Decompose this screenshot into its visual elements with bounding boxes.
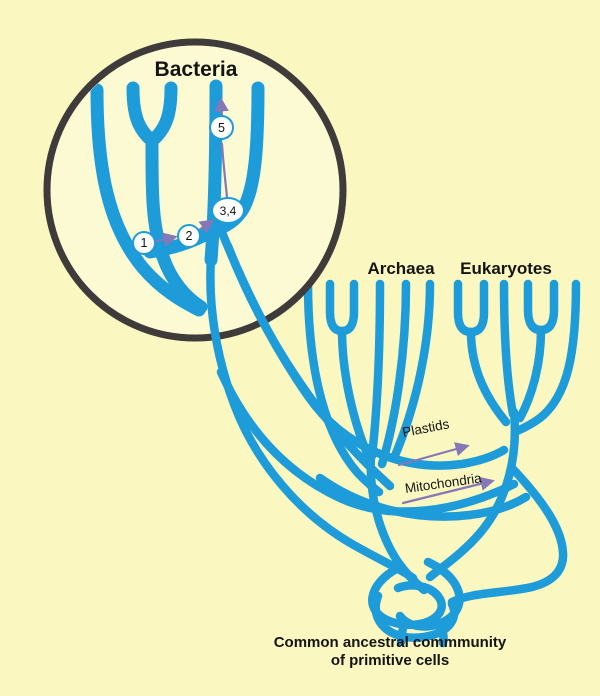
lens-border <box>43 38 347 342</box>
arrow-2-to-34 <box>197 219 215 234</box>
archaea-branch <box>389 279 435 463</box>
eukaryote-branch <box>523 279 559 335</box>
tangle-loop <box>371 591 459 643</box>
bacteria-label: Bacteria <box>154 58 238 81</box>
eukaryotes-label: Eukaryotes <box>460 259 552 278</box>
archaea-label: Archaea <box>367 259 435 278</box>
step-marker-5: 5 <box>209 115 234 140</box>
mitochondrion-donor-branch <box>216 367 519 516</box>
eukaryote-branch <box>515 325 546 423</box>
bacteria-stems <box>206 225 519 583</box>
step-marker-1: 1 <box>132 231 156 255</box>
transfer-curve <box>315 473 531 521</box>
eukaryote-branch <box>466 327 511 427</box>
lens-branch <box>90 83 206 317</box>
transfer-curve <box>447 463 568 607</box>
ancestral-tangle <box>368 557 464 648</box>
step-arrows <box>151 97 495 505</box>
caption-line2: of primitive cells <box>330 651 450 669</box>
arrow-34-to-5 <box>220 142 229 199</box>
eukaryote-branch <box>453 279 489 337</box>
step-marker-34: 3,4 <box>211 197 245 224</box>
bacteria-side-branch <box>223 241 395 491</box>
caption-line1: Common ancestral commmunity <box>273 634 507 651</box>
plastids-arrow <box>397 442 470 467</box>
eukaryotes-branches <box>425 279 581 582</box>
archaea-branch <box>367 279 385 461</box>
eukaryote-stem <box>425 407 520 582</box>
mitochondria-arrow <box>401 476 495 505</box>
arrow-1-to-2 <box>151 232 178 247</box>
bacteria-lens <box>43 38 347 342</box>
tangle-tail <box>435 621 448 648</box>
bacteria-main-stem <box>206 253 418 583</box>
archaea-branch <box>325 279 359 336</box>
archaea-branch <box>377 279 411 469</box>
tangle-tail <box>396 619 409 647</box>
gene-transfer-web <box>315 463 568 607</box>
step-marker-2: 2 <box>177 224 201 248</box>
eukaryote-branch <box>512 279 581 436</box>
arrow-above-5 <box>214 97 229 118</box>
caption: Common ancestral commmunity of primitive… <box>185 634 595 669</box>
lens-background <box>47 42 343 338</box>
eukaryote-branch <box>499 279 518 419</box>
